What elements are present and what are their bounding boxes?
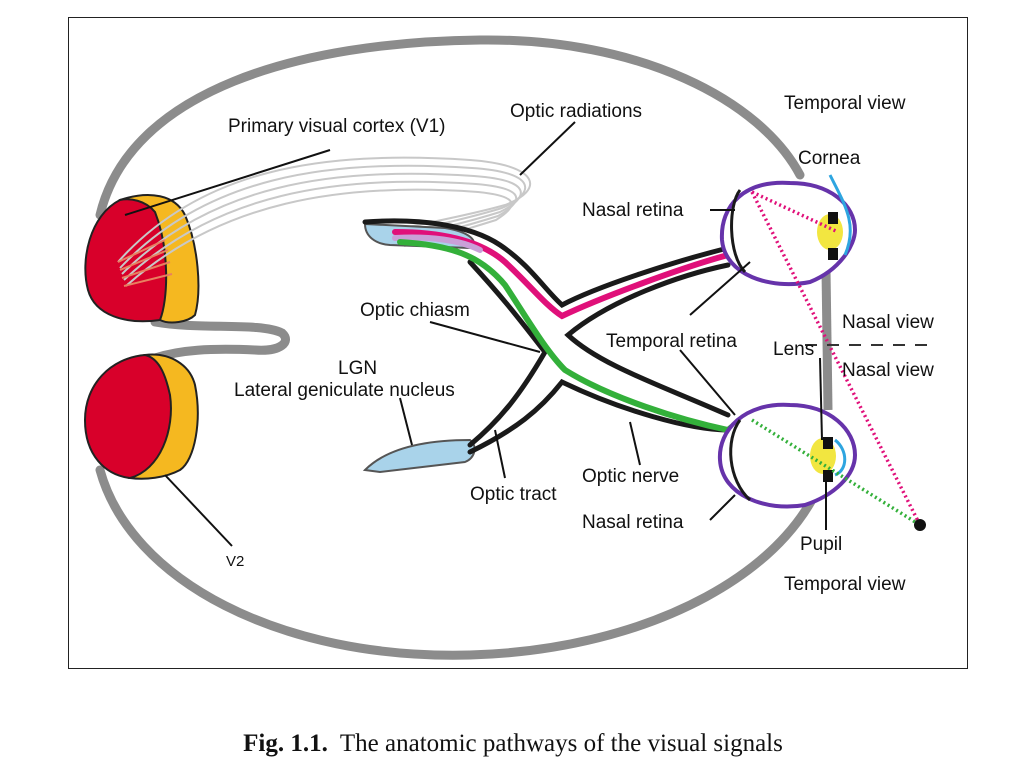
label-nasal-retina-top: Nasal retina (582, 200, 684, 221)
label-temporal-retina: Temporal retina (606, 331, 737, 352)
green-ray (751, 418, 921, 527)
caption-text: The anatomic pathways of the visual sign… (339, 730, 783, 757)
label-lgn: LGN (338, 358, 377, 379)
figure-frame (68, 17, 968, 669)
label-nasal-retina-bottom: Nasal retina (582, 512, 684, 533)
label-primary-visual-cortex: Primary visual cortex (V1) (228, 116, 446, 137)
v1-area-upper (84, 198, 168, 323)
label-temporal-view-top: Temporal view (784, 93, 906, 114)
label-optic-nerve: Optic nerve (582, 466, 679, 487)
lgn-lower (362, 438, 476, 474)
figure-caption: Fig. 1.1. The anatomic pathways of the v… (0, 730, 1026, 758)
fixation-point (914, 519, 926, 531)
caption-number: Fig. 1.1. (243, 730, 328, 757)
label-pupil: Pupil (800, 534, 842, 555)
label-nasal-view-bottom: Nasal view (842, 360, 934, 381)
label-v2: V2 (226, 553, 244, 570)
label-lateral-geniculate-nucleus: Lateral geniculate nucleus (234, 380, 455, 401)
visual-pathway-diagram: Primary visual cortex (V1) Optic radiati… (83, 35, 935, 660)
magenta-ray-2 (751, 190, 839, 234)
label-lens: Lens (773, 339, 814, 360)
midline-notch (150, 317, 290, 363)
label-optic-chiasm: Optic chiasm (360, 300, 470, 321)
label-cornea: Cornea (798, 148, 861, 169)
label-temporal-view-bottom: Temporal view (784, 574, 906, 595)
brain-outline (95, 35, 833, 660)
nerve-outlines (362, 218, 731, 455)
label-optic-tract: Optic tract (470, 484, 557, 505)
leader-lines (124, 121, 827, 547)
purple-pathway (392, 234, 483, 253)
cornea-upper (828, 174, 852, 256)
v1-area-lower (83, 353, 172, 480)
label-optic-radiations: Optic radiations (510, 101, 642, 122)
label-nasal-view-top: Nasal view (842, 312, 934, 333)
magenta-ray (750, 191, 922, 526)
eye-lower (717, 402, 858, 509)
radiation-ends (117, 239, 173, 287)
